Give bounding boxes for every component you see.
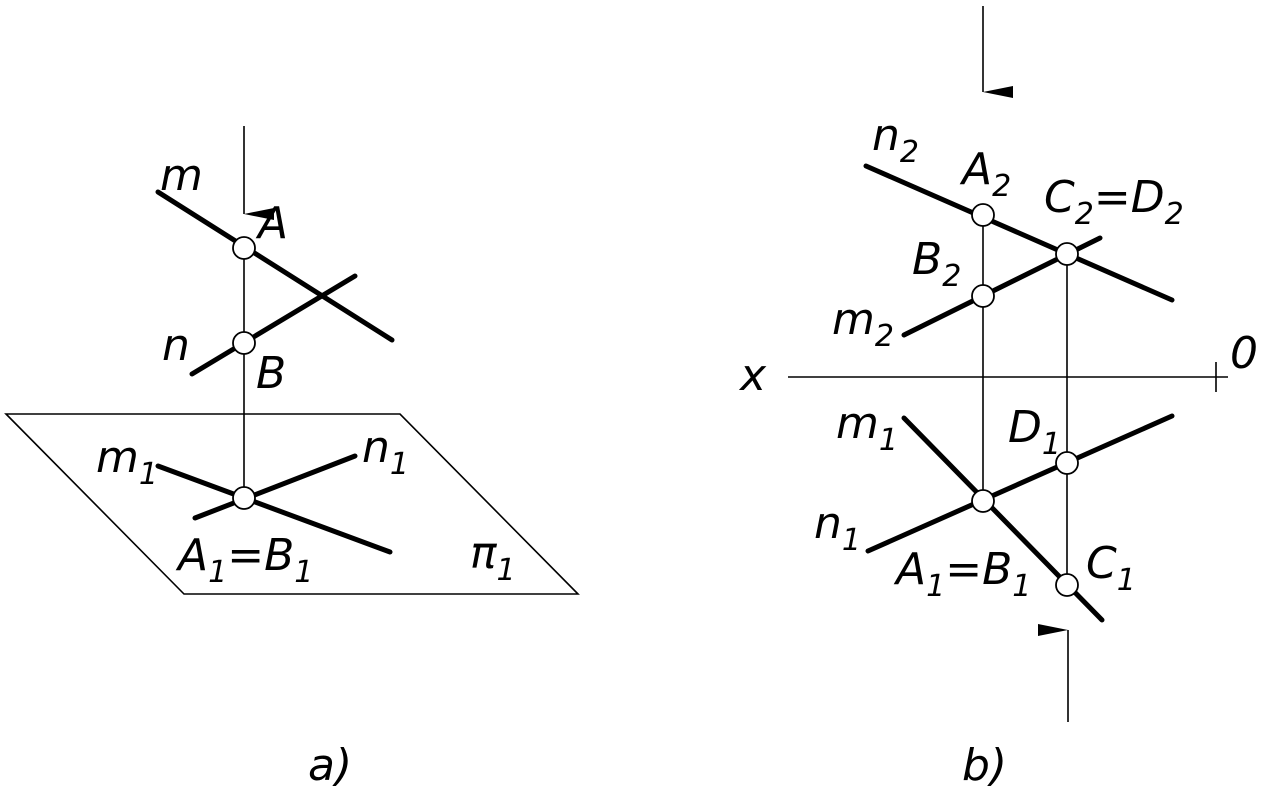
line-n [189,273,358,377]
label-B: B [256,348,286,399]
point-C2-D2 [1055,242,1079,266]
caption-b: b) [962,740,1007,791]
label-0: 0 [1230,328,1258,379]
label-n1: n1 [362,422,409,482]
label-n1-b: n1 [814,498,861,558]
line-n1-b [865,413,1175,554]
label-n: n [162,320,190,371]
point-A [232,236,256,260]
line-n1 [192,453,358,521]
label-A1-eq-B1-b: A1=B1 [893,544,1031,604]
point-D1 [1055,451,1079,475]
figure-a: m A n B m1 n1 A1=B1 π1 a) [4,126,580,791]
label-n2: n2 [872,110,919,170]
label-m: m [160,150,203,201]
label-A2: A2 [959,144,1011,204]
label-D1: D1 [1008,402,1061,462]
label-C2-eq-D2: C2=D2 [1044,172,1184,232]
plane-pi1 [4,413,580,595]
point-B [232,331,256,355]
label-pi1: π1 [470,528,516,588]
point-B2 [971,284,995,308]
label-m1: m1 [96,432,158,492]
caption-a: a) [308,740,352,791]
label-m1-b: m1 [836,398,898,458]
label-B2: B2 [912,234,961,294]
point-C1 [1055,573,1079,597]
line-m1 [155,463,393,555]
label-x: x [738,350,767,401]
label-A1-eq-B1: A1=B1 [175,530,313,590]
label-C1: C1 [1086,538,1136,598]
figure-b: n2 A2 C2=D2 B2 m2 x 0 m1 D1 n1 A1=B1 C1 [738,6,1258,791]
label-A: A [255,198,288,249]
line-n2 [863,163,1175,303]
label-m2: m2 [832,294,894,354]
line-m [155,189,395,343]
point-A2 [971,203,995,227]
point-A1-B1-b [971,489,995,513]
point-A1-B1 [232,486,256,510]
